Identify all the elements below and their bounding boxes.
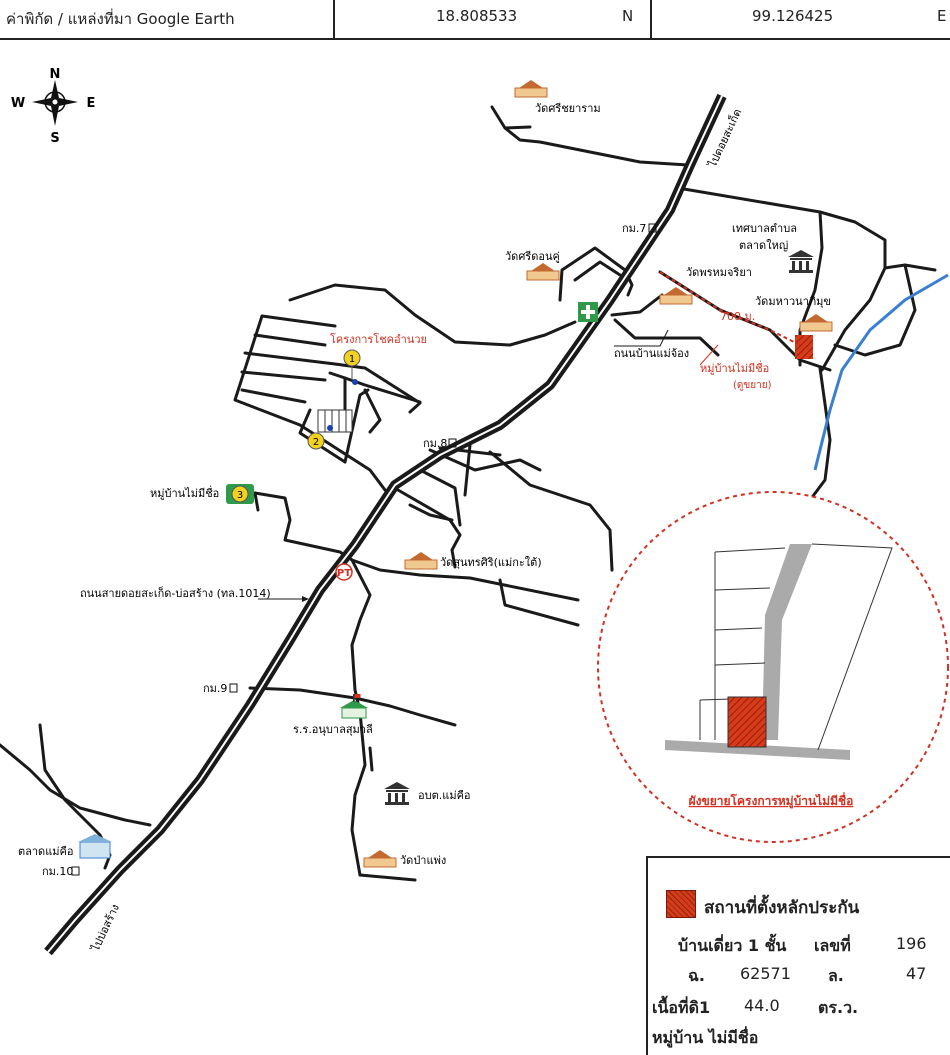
km-markers: กม.7 กม.8 กม.9 กม.10 [42,222,657,878]
distance-line [659,271,801,346]
arrow-icon [302,596,309,602]
wat-srichairam-label: วัดศรีชยาราม [535,102,601,115]
local-roads [0,105,937,882]
government-building-icon [384,782,410,805]
legend-symbol-label: สถานที่ตั้งหลักประกัน [704,898,860,918]
distance-label: 700 ม. [720,310,755,323]
target-leader-line [699,344,719,366]
project-marker-2: 2 [307,432,325,450]
coordinate-bar: ค่าพิกัด / แหล่งที่มา Google Earth 18.80… [0,0,950,40]
wat-phromjariya-label: วัดพรหมจริยา [686,266,752,279]
location-dot [352,379,358,385]
temple-icon [404,552,438,570]
deed-label: ฉ. [688,966,705,985]
area-value: 44.0 [744,996,780,1015]
school-label: ร.ร.อนุบาลสุมาลี [293,723,373,736]
temple-icon [659,287,693,305]
housing-block-icon [317,409,353,433]
project-marker-3: 3 [226,484,254,504]
area-unit: ตร.ว. [818,998,859,1017]
market-icon [78,834,112,859]
marker-3-label: 3 [237,490,243,501]
municipality-label-line2: ตลาดใหญ่ [739,239,788,252]
river [813,273,949,471]
longitude-value: 99.126425 [752,7,834,25]
compass-west-label: W [11,96,25,111]
temple-icon [526,263,560,281]
coordinate-divider [650,0,652,38]
target-village-zoom-note: (ดูขยาย) [733,380,772,391]
market-label: ตลาดแม่คือ [18,845,74,858]
coordinate-divider [333,0,335,38]
coordinate-source-label: ค่าพิกัด / แหล่งที่มา Google Earth [6,10,235,28]
latitude-value: 18.808533 [436,7,518,25]
location-dot [327,425,333,431]
project-chokamnuay-label: โครงการโชคอำนวย [330,332,427,346]
collateral-location-marker [795,335,813,359]
temple-icon [363,850,397,868]
wat-sridonku-label: วัดศรีดอนคู่ [505,250,560,263]
km8-label: กม.8 [423,437,447,450]
house-number-label: เลขที่ [814,936,851,955]
location-map: N S E W [0,67,949,956]
plot-label: ล. [828,966,844,985]
longitude-unit: E [937,7,947,25]
house-number-value: 196 [896,934,927,953]
plot-number: 47 [906,964,927,983]
km-post-icon [229,683,238,693]
km-post-icon [448,438,457,448]
road-label-leader [614,329,669,347]
building-type: บ้านเดี่ยว 1 ชั้น [678,936,787,955]
village-name: หมู่บ้าน ไม่มีชื่อ [652,1028,759,1047]
marker-2-label: 2 [313,437,319,448]
municipality-label-line1: เทศบาลตำบล [732,222,797,235]
km9-label: กม.9 [203,682,227,695]
km-post-icon [71,866,80,876]
marker-1-label: 1 [349,354,355,365]
school-icon [340,694,368,719]
sao-label: อบต.แม่คือ [418,789,471,802]
temple-icon [799,314,833,332]
unnamed-village-west-label: หมู่บ้านไม่มีชื่อ [150,485,219,500]
compass-south-label: S [50,131,59,146]
project-marker-1: 1 [343,349,361,367]
svg-text:PT: PT [337,568,351,579]
latitude-unit: N [622,7,634,25]
km10-label: กม.10 [42,865,73,878]
hospital-icon [578,302,598,322]
collateral-plot-marker [727,696,767,748]
road-label-to-bo-sang: ไปบ่อสร้าง [89,902,122,954]
gas-station-icon: PT [335,563,353,581]
inset-detail-map: ผังขยายโครงการหมู่บ้านไม่มีชื่อ [597,491,949,843]
compass-north-label: N [50,67,61,82]
compass-rose-icon: N S E W [11,67,96,146]
inset-caption: ผังขยายโครงการหมู่บ้านไม่มีชื่อ [689,792,854,809]
km7-label: กม.7 [622,222,646,235]
temple-icon [514,80,548,98]
km-post-icon [648,223,657,233]
area-label: เนื้อที่ดิ1 [652,998,711,1017]
collateral-symbol-icon [666,890,696,918]
road-label-ban-mae-chong: ถนนบ้านแม่จ้อง [614,347,689,360]
target-village-label: หมู่บ้านไม่มีชื่อ [700,360,769,375]
wat-pa-phaeng-label: วัดป่าแพ่ง [400,854,446,867]
government-building-icon [788,250,814,273]
main-highway [44,93,727,956]
wat-mahawanaphimuk-label: วัดมหาวนาภิมุข [755,295,831,308]
highway-label: ถนนสายดอยสะเก็ด-บ่อสร้าง (ทล.1014) [80,586,271,600]
property-legend: สถานที่ตั้งหลักประกัน บ้านเดี่ยว 1 ชั้น … [646,856,950,1055]
deed-number: 62571 [740,964,791,983]
wat-sunthornsiri-label: วัดสุนทรศิริ(แม่กะใต้) [440,556,542,569]
compass-east-label: E [87,96,96,111]
